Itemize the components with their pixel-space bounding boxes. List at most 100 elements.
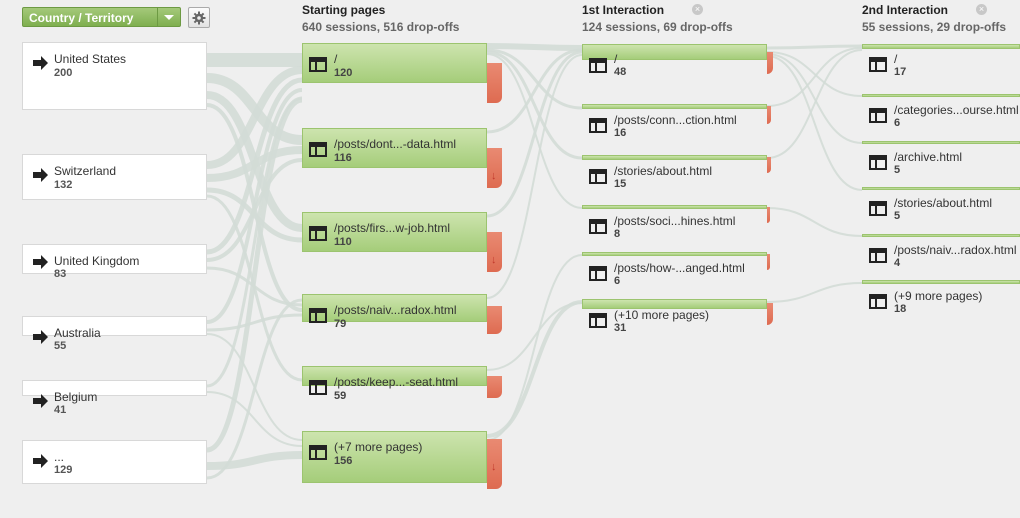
flow-ribbon xyxy=(206,391,303,447)
page-layout-icon xyxy=(869,57,887,72)
page-path: / xyxy=(334,52,338,66)
page-path: /posts/dont...-data.html xyxy=(334,137,457,151)
column-summary: 640 sessions, 516 drop-offs xyxy=(302,20,460,34)
flow-ribbon xyxy=(766,282,863,303)
dropoff-bar[interactable] xyxy=(767,254,770,270)
interaction-page-node[interactable]: / 48 xyxy=(582,44,773,94)
flow-ribbon xyxy=(486,300,583,438)
page-path: /posts/firs...w-job.html xyxy=(334,221,451,235)
interaction-page-node[interactable]: /archive.html 5 xyxy=(862,141,1020,181)
page-count: 16 xyxy=(614,127,627,139)
settings-button[interactable] xyxy=(188,7,210,28)
country-name: Switzerland xyxy=(54,164,117,178)
page-layout-icon xyxy=(309,142,327,157)
interaction-page-node[interactable]: (+9 more pages) 18 xyxy=(862,280,1020,320)
page-count: 5 xyxy=(894,164,901,176)
flow-ribbon xyxy=(766,51,863,97)
interaction-page-node[interactable]: /stories/about.html 5 xyxy=(862,187,1020,227)
dropoff-bar[interactable] xyxy=(767,157,771,173)
page-count: 18 xyxy=(894,303,907,315)
down-arrow-icon: ↓ xyxy=(491,170,497,182)
close-icon[interactable]: × xyxy=(692,4,703,15)
country-node-belgium[interactable]: Belgium 41 xyxy=(22,380,207,416)
interaction-page-node[interactable]: (+10 more pages) 31 xyxy=(582,299,773,339)
country-node-united-states[interactable]: United States 200 xyxy=(22,42,207,110)
interaction-page-node[interactable]: /posts/conn...ction.html 16 xyxy=(582,104,772,144)
dropoff-bar[interactable]: ↓ xyxy=(487,148,502,188)
page-count: 156 xyxy=(334,455,353,467)
starting-page-node[interactable]: /posts/keep...-seat.html 59 xyxy=(302,366,502,416)
page-path: /posts/naiv...radox.html xyxy=(334,303,457,317)
page-layout-icon xyxy=(309,445,327,460)
flow-ribbon xyxy=(206,77,303,255)
page-path: /posts/conn...ction.html xyxy=(614,113,737,127)
starting-page-node[interactable]: ↓ /posts/firs...w-job.html 110 xyxy=(302,212,502,272)
arrow-right-icon xyxy=(33,394,48,408)
interaction-page-node[interactable]: /posts/naiv...radox.html 4 xyxy=(862,234,1020,274)
page-path: (+10 more pages) xyxy=(614,308,710,322)
page-layout-icon xyxy=(869,201,887,216)
interaction-page-node[interactable]: /categories...ourse.html 6 xyxy=(862,94,1020,134)
interaction-page-node[interactable]: /posts/how-...anged.html 6 xyxy=(582,252,772,292)
country-node-australia[interactable]: Australia 55 xyxy=(22,316,207,352)
flow-ribbon xyxy=(486,48,583,110)
arrow-right-icon xyxy=(33,330,48,344)
interaction-page-node[interactable]: /posts/soci...hines.html 8 xyxy=(582,205,772,245)
gear-icon xyxy=(192,11,206,25)
page-layout-icon xyxy=(309,380,327,395)
flow-ribbon xyxy=(766,47,863,107)
page-path: /posts/soci...hines.html xyxy=(614,214,736,228)
page-count: 15 xyxy=(614,178,627,190)
page-layout-icon xyxy=(309,308,327,323)
dropoff-bar[interactable] xyxy=(767,207,770,223)
close-icon[interactable]: × xyxy=(976,4,987,15)
column-header-1st-interaction: 1st Interaction 124 sessions, 69 drop-of… xyxy=(582,3,733,34)
starting-page-node[interactable]: /posts/naiv...radox.html 79 xyxy=(302,294,502,344)
country-count: 41 xyxy=(54,404,67,416)
column-title: 1st Interaction xyxy=(582,3,665,17)
starting-page-node[interactable]: ↓ (+7 more pages) 156 xyxy=(302,431,502,501)
page-layout-icon xyxy=(309,57,327,72)
country-node-united-kingdom[interactable]: United Kingdom 83 xyxy=(22,244,207,280)
page-count: 116 xyxy=(334,152,352,164)
page-count: 79 xyxy=(334,318,347,330)
dropoff-bar[interactable] xyxy=(767,52,773,74)
dropoff-bar[interactable] xyxy=(487,376,502,398)
country-count: 55 xyxy=(54,340,67,352)
starting-page-node[interactable]: / 120 xyxy=(302,43,502,103)
country-node-switzerland[interactable]: Switzerland 132 xyxy=(22,154,207,200)
page-count: 17 xyxy=(894,66,907,78)
flow-ribbon xyxy=(486,43,583,51)
flow-ribbon xyxy=(766,53,863,144)
flow-ribbon xyxy=(766,55,863,191)
flow-ribbon xyxy=(206,97,303,453)
dimension-dropdown[interactable]: Country / Territory xyxy=(22,7,181,27)
page-layout-icon xyxy=(589,219,607,234)
dropoff-bar[interactable] xyxy=(767,106,771,124)
page-layout-icon xyxy=(869,108,887,123)
page-path: /stories/about.html xyxy=(614,164,713,178)
flow-ribbon xyxy=(486,302,583,371)
dropoff-bar[interactable] xyxy=(487,63,502,103)
page-count: 48 xyxy=(614,66,627,78)
page-path: /archive.html xyxy=(894,150,963,164)
starting-page-node[interactable]: ↓ /posts/dont...-data.html 116 xyxy=(302,128,502,188)
column-header-2nd-interaction: 2nd Interaction 55 sessions, 29 drop-off… xyxy=(862,3,1006,34)
page-path: /posts/how-...anged.html xyxy=(614,261,745,275)
dropoff-bar[interactable] xyxy=(767,303,773,325)
interaction-page-node[interactable]: /stories/about.html 15 xyxy=(582,155,772,195)
arrow-right-icon xyxy=(33,255,48,269)
dropoff-bar[interactable]: ↓ xyxy=(487,232,502,272)
dropoff-bar[interactable] xyxy=(487,306,502,334)
flow-ribbon xyxy=(486,254,583,441)
country-count: 132 xyxy=(54,179,73,191)
country-node-other[interactable]: ... 129 xyxy=(22,440,207,484)
flow-ribbon xyxy=(486,54,583,299)
dropoff-bar[interactable]: ↓ xyxy=(487,439,502,489)
country-name: Australia xyxy=(54,326,101,340)
flow-ribbon xyxy=(206,451,303,470)
column-header-starting-pages: Starting pages 640 sessions, 516 drop-of… xyxy=(302,3,459,34)
down-arrow-icon: ↓ xyxy=(491,254,497,266)
interaction-page-node[interactable]: / 17 xyxy=(862,44,1020,84)
page-path: / xyxy=(894,52,898,66)
